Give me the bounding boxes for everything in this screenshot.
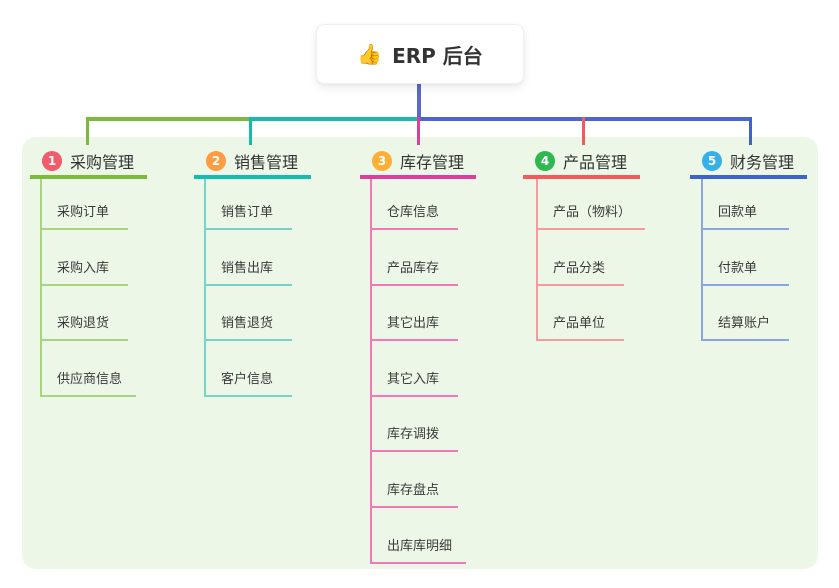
leaf-node[interactable]: 销售订单 [204, 205, 292, 230]
leaf-node[interactable]: 客户信息 [204, 372, 292, 397]
leaf-node[interactable]: 产品单位 [536, 316, 624, 342]
branch-node-2[interactable]: 2 销售管理 [194, 147, 311, 179]
branch-spine-line-5 [701, 179, 703, 342]
leaf-node[interactable]: 产品（物料） [536, 205, 646, 230]
branch-label: 采购管理 [70, 153, 135, 172]
leaf-node[interactable]: 付款单 [701, 261, 789, 286]
leaf-node[interactable]: 产品库存 [370, 261, 458, 286]
branches-panel [22, 137, 818, 569]
branch-spine-line-1 [40, 179, 42, 397]
branch-number-badge: 5 [702, 151, 722, 171]
leaf-node[interactable]: 回款单 [701, 205, 789, 230]
leaf-node[interactable]: 其它出库 [370, 316, 458, 342]
leaf-node[interactable]: 销售退货 [204, 316, 292, 342]
branch-number-badge: 4 [535, 151, 555, 171]
branch-drop-line-4 [582, 117, 585, 145]
branch-label: 库存管理 [400, 153, 465, 172]
branch-number-badge: 3 [372, 151, 392, 171]
branch-node-5[interactable]: 5 财务管理 [690, 147, 807, 179]
branch-drop-line-3 [417, 117, 420, 145]
leaf-node[interactable]: 仓库信息 [370, 205, 458, 230]
leaf-node[interactable]: 其它入库 [370, 372, 458, 397]
branch-spine-line-3 [370, 179, 372, 564]
branch-node-3[interactable]: 3 库存管理 [360, 147, 476, 179]
branch-number-badge: 2 [206, 151, 226, 171]
leaf-node[interactable]: 采购订单 [40, 205, 128, 230]
branch-drop-line-5 [749, 117, 752, 145]
branch-label: 财务管理 [730, 153, 795, 172]
branch-drop-line-1 [86, 117, 89, 145]
leaf-node[interactable]: 采购入库 [40, 261, 128, 286]
bus-line-left [86, 117, 250, 121]
thumbs-up-icon: 👍 [357, 42, 383, 66]
leaf-node[interactable]: 库存盘点 [370, 483, 458, 508]
branch-label: 销售管理 [234, 153, 299, 172]
branch-drop-line-2 [249, 117, 252, 145]
branch-node-1[interactable]: 1 采购管理 [30, 147, 147, 179]
root-title: ERP 后台 [392, 43, 483, 68]
root-node-erp[interactable]: 👍 ERP 后台 [316, 24, 524, 84]
root-connector-line [417, 81, 421, 118]
leaf-node[interactable]: 库存调拨 [370, 427, 458, 453]
leaf-node[interactable]: 产品分类 [536, 261, 624, 286]
branch-spine-line-4 [536, 179, 538, 342]
branch-number-badge: 1 [42, 151, 62, 171]
bus-line-center [249, 117, 418, 121]
leaf-node[interactable]: 销售出库 [204, 261, 292, 286]
branch-label: 产品管理 [563, 153, 628, 172]
leaf-node[interactable]: 供应商信息 [40, 372, 137, 397]
branch-spine-line-2 [204, 179, 206, 397]
leaf-node[interactable]: 出库库明细 [370, 539, 467, 564]
leaf-node[interactable]: 结算账户 [701, 316, 789, 342]
branch-node-4[interactable]: 4 产品管理 [523, 147, 640, 179]
leaf-node[interactable]: 采购退货 [40, 316, 128, 342]
